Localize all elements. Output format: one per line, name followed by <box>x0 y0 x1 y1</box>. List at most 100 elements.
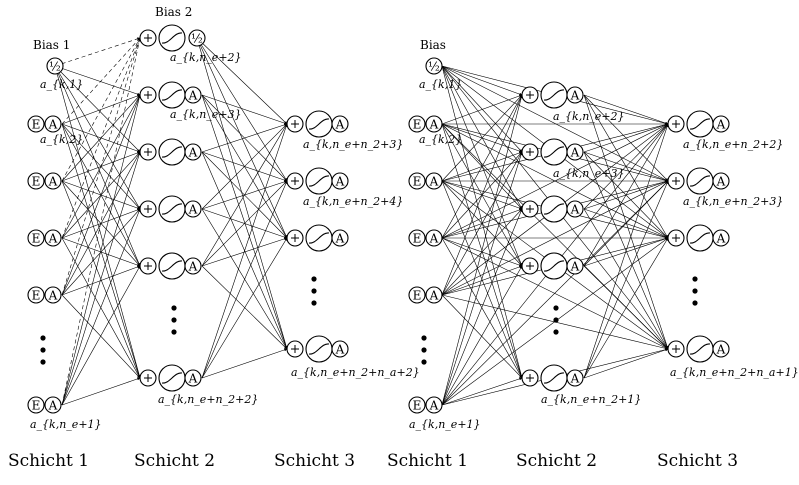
left-input-node-1-e-symbol: E <box>32 118 41 132</box>
right-label-h-ne2: a_{k,n_e+2} <box>553 110 625 123</box>
left-bias2-node <box>188 29 206 47</box>
right-edge-l2-l3 <box>583 348 669 379</box>
left-input-node-1-a <box>44 115 62 133</box>
right-input-node-2-a <box>425 172 443 190</box>
right-label-o-ne-n2-3: a_{k,n_e+n_2+3} <box>683 195 784 208</box>
left-hidden-neuron-3-plus <box>144 205 152 213</box>
left-input-node-2-a-symbol: A <box>48 175 58 189</box>
left-output-neuron-1-sigmoid <box>308 118 330 130</box>
left-label-a-kne-n2-2: a_{k,n_e+n_2+2} <box>158 393 259 406</box>
left-input-node-1-e <box>27 115 45 133</box>
right-output-neuron-4-out-symbol: A <box>716 343 726 357</box>
left-edge-l2-l3 <box>201 180 288 267</box>
right-input-node-2-e-symbol: E <box>413 175 422 189</box>
left-output-neuron-3-out <box>331 229 349 247</box>
left-edge-l1-l2 <box>61 151 141 296</box>
right-input-ellipsis <box>421 359 427 365</box>
left-output-neuron-2-plus <box>291 177 299 185</box>
left-edge-l2-l3 <box>196 37 288 125</box>
right-output-neuron-1-out <box>712 115 730 133</box>
right-output-neuron-2-out-symbol: A <box>716 175 726 189</box>
left-edge-l1-l2 <box>61 208 141 296</box>
right-hidden-neuron-3-out <box>566 200 584 218</box>
right-edge-l1-l2 <box>441 265 523 296</box>
left-hidden-ellipsis <box>171 305 177 311</box>
left-edge-to-bias2 <box>61 37 141 239</box>
right-output-neuron-3-out <box>712 229 730 247</box>
left-edge-l1-l2 <box>61 237 141 379</box>
left-hidden-neuron-5-out-symbol: A <box>188 372 198 386</box>
left-edge-l1-l2 <box>61 294 141 379</box>
right-edge-l2-l3 <box>583 180 669 379</box>
right-hidden-neuron-3-plus <box>526 205 534 213</box>
left-hidden-neuron-4-sigmoid <box>161 260 183 272</box>
left-input-node-5-a-symbol: A <box>48 399 58 413</box>
right-edge-l1-l2 <box>441 151 523 296</box>
right-edge-l1-l2 <box>441 65 523 96</box>
right-hidden-neuron-4-plus <box>526 262 534 270</box>
right-hidden-neuron-1-out-symbol: A <box>570 89 580 103</box>
right-hidden-neuron-2-out-symbol: A <box>570 146 580 160</box>
right-input-node-3-a <box>425 229 443 247</box>
right-hidden-neuron-3-sigmoid <box>543 203 565 215</box>
left-edge-l1-l2 <box>61 94 141 296</box>
right-input-node-5-a <box>425 396 443 414</box>
right-output-neuron-2-out <box>712 172 730 190</box>
right-label-a-k1: a_{k,1} <box>419 78 463 91</box>
right-edge-l2-l3 <box>583 123 669 267</box>
left-edge-l2-l3 <box>196 37 288 182</box>
right-hidden-neuron-1-plus <box>526 91 534 99</box>
left-bias2-node-symbol: ½ <box>191 32 203 46</box>
left-hidden-ellipsis <box>171 317 177 323</box>
left-hidden-neuron-5-sigmoid <box>161 372 183 384</box>
right-hidden-neuron-4-out <box>566 257 584 275</box>
right-bias-label: Bias <box>420 38 446 52</box>
left-bias2-label: Bias 2 <box>155 5 193 19</box>
left-layer-3-label: Schicht 3 <box>274 451 356 471</box>
right-input-node-1-e-symbol: E <box>413 118 422 132</box>
right-input-node-5-a-symbol: A <box>429 399 439 413</box>
right-edge-l1-l2 <box>441 94 523 406</box>
right-hidden-neuron-5-out <box>566 369 584 387</box>
connection-lines <box>54 37 669 406</box>
left-edge-l1-l2 <box>54 65 141 267</box>
right-hidden-ellipsis <box>553 317 559 323</box>
right-edge-l1-l2 <box>441 377 523 406</box>
right-hidden-neuron-2-sigmoid <box>543 146 565 158</box>
left-output-neuron-2-out-symbol: A <box>335 175 345 189</box>
left-edge-l1-l2 <box>61 208 141 406</box>
left-output-neuron-3-sigmoid <box>308 232 330 244</box>
right-edge-l1-l3 <box>441 180 669 296</box>
left-label-a-kne-n2-3: a_{k,n_e+n_2+3} <box>303 138 404 151</box>
left-hidden-neuron-2-sigmoid <box>161 146 183 158</box>
right-input-node-1-a-symbol: A <box>429 118 439 132</box>
left-input-node-2-e <box>27 172 45 190</box>
left-input-ellipsis <box>40 335 46 341</box>
right-input-node-1-a <box>425 115 443 133</box>
right-hidden-neuron-4-out-symbol: A <box>570 260 580 274</box>
left-edge-l2-l3 <box>201 94 288 350</box>
left-hidden-neuron-1-plus <box>144 91 152 99</box>
left-edge-l2-l3 <box>201 237 288 379</box>
left-edge-l2-l3 <box>196 37 288 350</box>
left-edge-l2-l3 <box>201 123 288 153</box>
right-output-ellipsis <box>692 300 698 306</box>
right-input-node-3-a-symbol: A <box>429 232 439 246</box>
left-input-ellipsis <box>40 359 46 365</box>
left-output-neuron-2-out <box>331 172 349 190</box>
right-label-h-ne3: a_{k,n_e+3} <box>553 167 625 180</box>
right-hidden-neuron-2-out <box>566 143 584 161</box>
right-output-ellipsis <box>692 276 698 282</box>
left-edge-to-bias2 <box>61 37 141 296</box>
right-input-node-2-a-symbol: A <box>429 175 439 189</box>
left-hidden-neuron-1-out-symbol: A <box>188 89 198 103</box>
left-output-neuron-4-plus <box>291 345 299 353</box>
right-edge-l1-l2 <box>441 65 523 210</box>
left-hidden-ellipsis <box>171 329 177 335</box>
right-hidden-neuron-3-out-symbol: A <box>570 203 580 217</box>
right-output-neuron-3-out-symbol: A <box>716 232 726 246</box>
left-edge-l1-l2 <box>61 265 141 296</box>
right-output-neuron-4-sigmoid <box>689 343 711 355</box>
right-edge-l1-l3 <box>441 237 669 350</box>
